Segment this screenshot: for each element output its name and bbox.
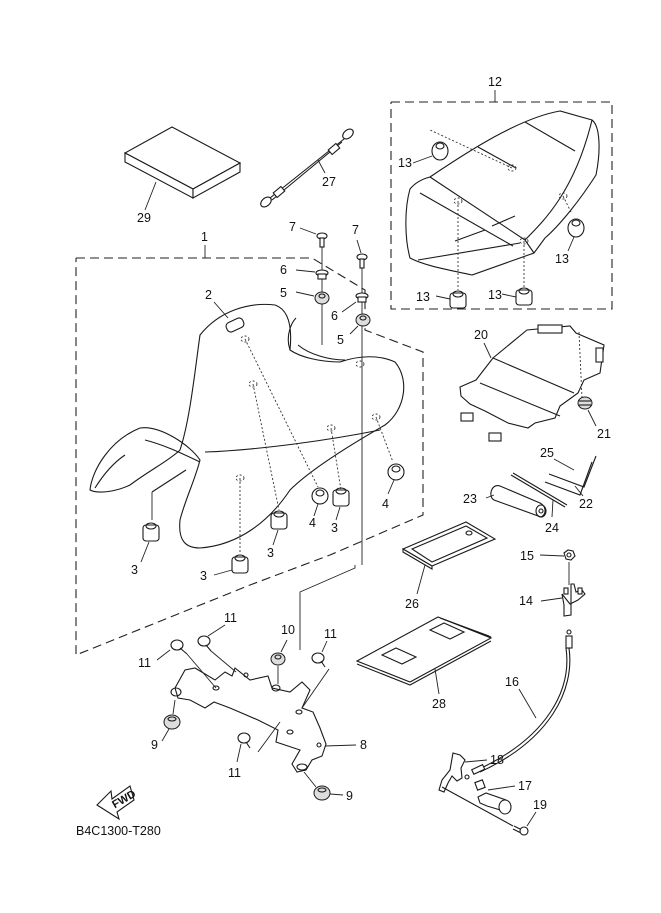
callout-8: 8 — [360, 738, 367, 752]
part-16-seat-lock-cable[interactable] — [464, 629, 573, 780]
callout-5b: 5 — [337, 333, 344, 347]
callout-11c: 11 — [324, 627, 337, 641]
part-3-seat-damper[interactable] — [213, 554, 249, 576]
callout-4b: 4 — [382, 497, 389, 511]
part-23-handle[interactable] — [485, 485, 547, 518]
part-6-collar[interactable] — [295, 269, 329, 280]
part-1-double-seat[interactable] — [89, 303, 405, 552]
callout-10: 10 — [281, 623, 295, 637]
part-15-nut[interactable] — [539, 549, 576, 585]
callout-11b: 11 — [224, 611, 237, 625]
callout-7b: 7 — [352, 223, 359, 237]
part-13-damper[interactable] — [435, 290, 467, 309]
callout-20: 20 — [474, 328, 488, 342]
part-29-manual[interactable] — [123, 126, 242, 211]
callout-25: 25 — [540, 446, 554, 460]
callout-19: 19 — [533, 798, 547, 812]
fwd-label: FWD — [110, 788, 138, 811]
callout-16: 16 — [505, 675, 519, 689]
callout-15: 15 — [520, 549, 534, 563]
part-18-bracket[interactable] — [438, 752, 488, 793]
callout-3b: 3 — [200, 569, 207, 583]
part-14-seat-lock-hook[interactable] — [540, 583, 586, 617]
part-3-seat-damper[interactable] — [332, 487, 350, 521]
part-8-seat-bracket[interactable] — [170, 667, 357, 773]
part-27-helmet-wire[interactable] — [259, 127, 355, 209]
part-22-wrench[interactable] — [544, 461, 593, 497]
callout-13c: 13 — [416, 290, 430, 304]
callout-18: 18 — [490, 753, 504, 767]
callout-6b: 6 — [331, 309, 338, 323]
callout-13b: 13 — [555, 252, 569, 266]
part-1-seat-group — [75, 245, 424, 656]
part-11-bolt[interactable] — [156, 639, 217, 689]
part-12-seat-cowl[interactable] — [405, 110, 600, 290]
callout-29: 29 — [137, 211, 151, 225]
part-11-bolt[interactable] — [197, 624, 237, 673]
callout-2: 2 — [205, 288, 212, 302]
part-3-seat-damper[interactable] — [140, 522, 160, 563]
callout-21: 21 — [597, 427, 611, 441]
callout-26: 26 — [405, 597, 419, 611]
part-12-seat-cowl-group — [390, 90, 613, 310]
callout-23: 23 — [463, 492, 477, 506]
part-9-damper[interactable] — [161, 699, 181, 742]
drawing-code: B4C1300-T280 — [76, 824, 161, 838]
part-5-grommet[interactable] — [349, 313, 371, 335]
part-7-screw[interactable] — [356, 239, 368, 269]
part-25-wrench[interactable] — [548, 455, 597, 488]
part-13-damper[interactable] — [501, 287, 533, 306]
part-24-screwdriver[interactable] — [510, 472, 568, 518]
part-28-document-holder[interactable] — [355, 616, 493, 695]
forward-arrow-icon: FWD — [96, 785, 138, 821]
callout-27: 27 — [322, 175, 336, 189]
part-5-grommet[interactable] — [295, 291, 330, 305]
callout-22: 22 — [579, 497, 593, 511]
callout-28: 28 — [432, 697, 446, 711]
part-20-tool-holder[interactable] — [459, 324, 605, 442]
callout-3c: 3 — [267, 546, 274, 560]
callout-11a: 11 — [138, 656, 151, 670]
callout-14: 14 — [519, 594, 533, 608]
part-26-tool-bag[interactable] — [401, 521, 497, 595]
callout-4a: 4 — [309, 516, 316, 530]
part-17-seat-lock[interactable] — [441, 779, 516, 827]
part-4-seat-damper[interactable] — [387, 463, 405, 495]
part-21-damper[interactable] — [577, 396, 597, 427]
callout-6a: 6 — [280, 263, 287, 277]
part-10-grommet[interactable] — [270, 639, 288, 684]
part-13-damper[interactable] — [567, 218, 585, 252]
part-9-damper[interactable] — [303, 771, 344, 801]
callout-9a: 9 — [151, 738, 158, 752]
callout-17: 17 — [518, 779, 532, 793]
part-13-damper[interactable] — [412, 141, 449, 164]
part-11-bolt[interactable] — [301, 640, 330, 709]
callout-9b: 9 — [346, 789, 353, 803]
part-3-seat-damper[interactable] — [270, 510, 288, 546]
part-11-bolt[interactable] — [236, 721, 281, 763]
part-7-screw[interactable] — [299, 227, 328, 248]
callout-12: 12 — [488, 75, 502, 89]
part-4-seat-damper[interactable] — [311, 487, 329, 517]
part-2-seat-damper[interactable] — [213, 301, 245, 333]
callout-3a: 3 — [131, 563, 138, 577]
callout-13a: 13 — [398, 156, 412, 170]
callout-7a: 7 — [289, 220, 296, 234]
callout-1: 1 — [201, 230, 208, 244]
callout-11d: 11 — [228, 766, 241, 780]
callout-3d: 3 — [331, 521, 338, 535]
callout-24: 24 — [545, 521, 559, 535]
part-19-bolt[interactable] — [512, 811, 537, 836]
part-6-collar[interactable] — [341, 292, 369, 313]
callout-5a: 5 — [280, 286, 287, 300]
callout-13d: 13 — [488, 288, 502, 302]
